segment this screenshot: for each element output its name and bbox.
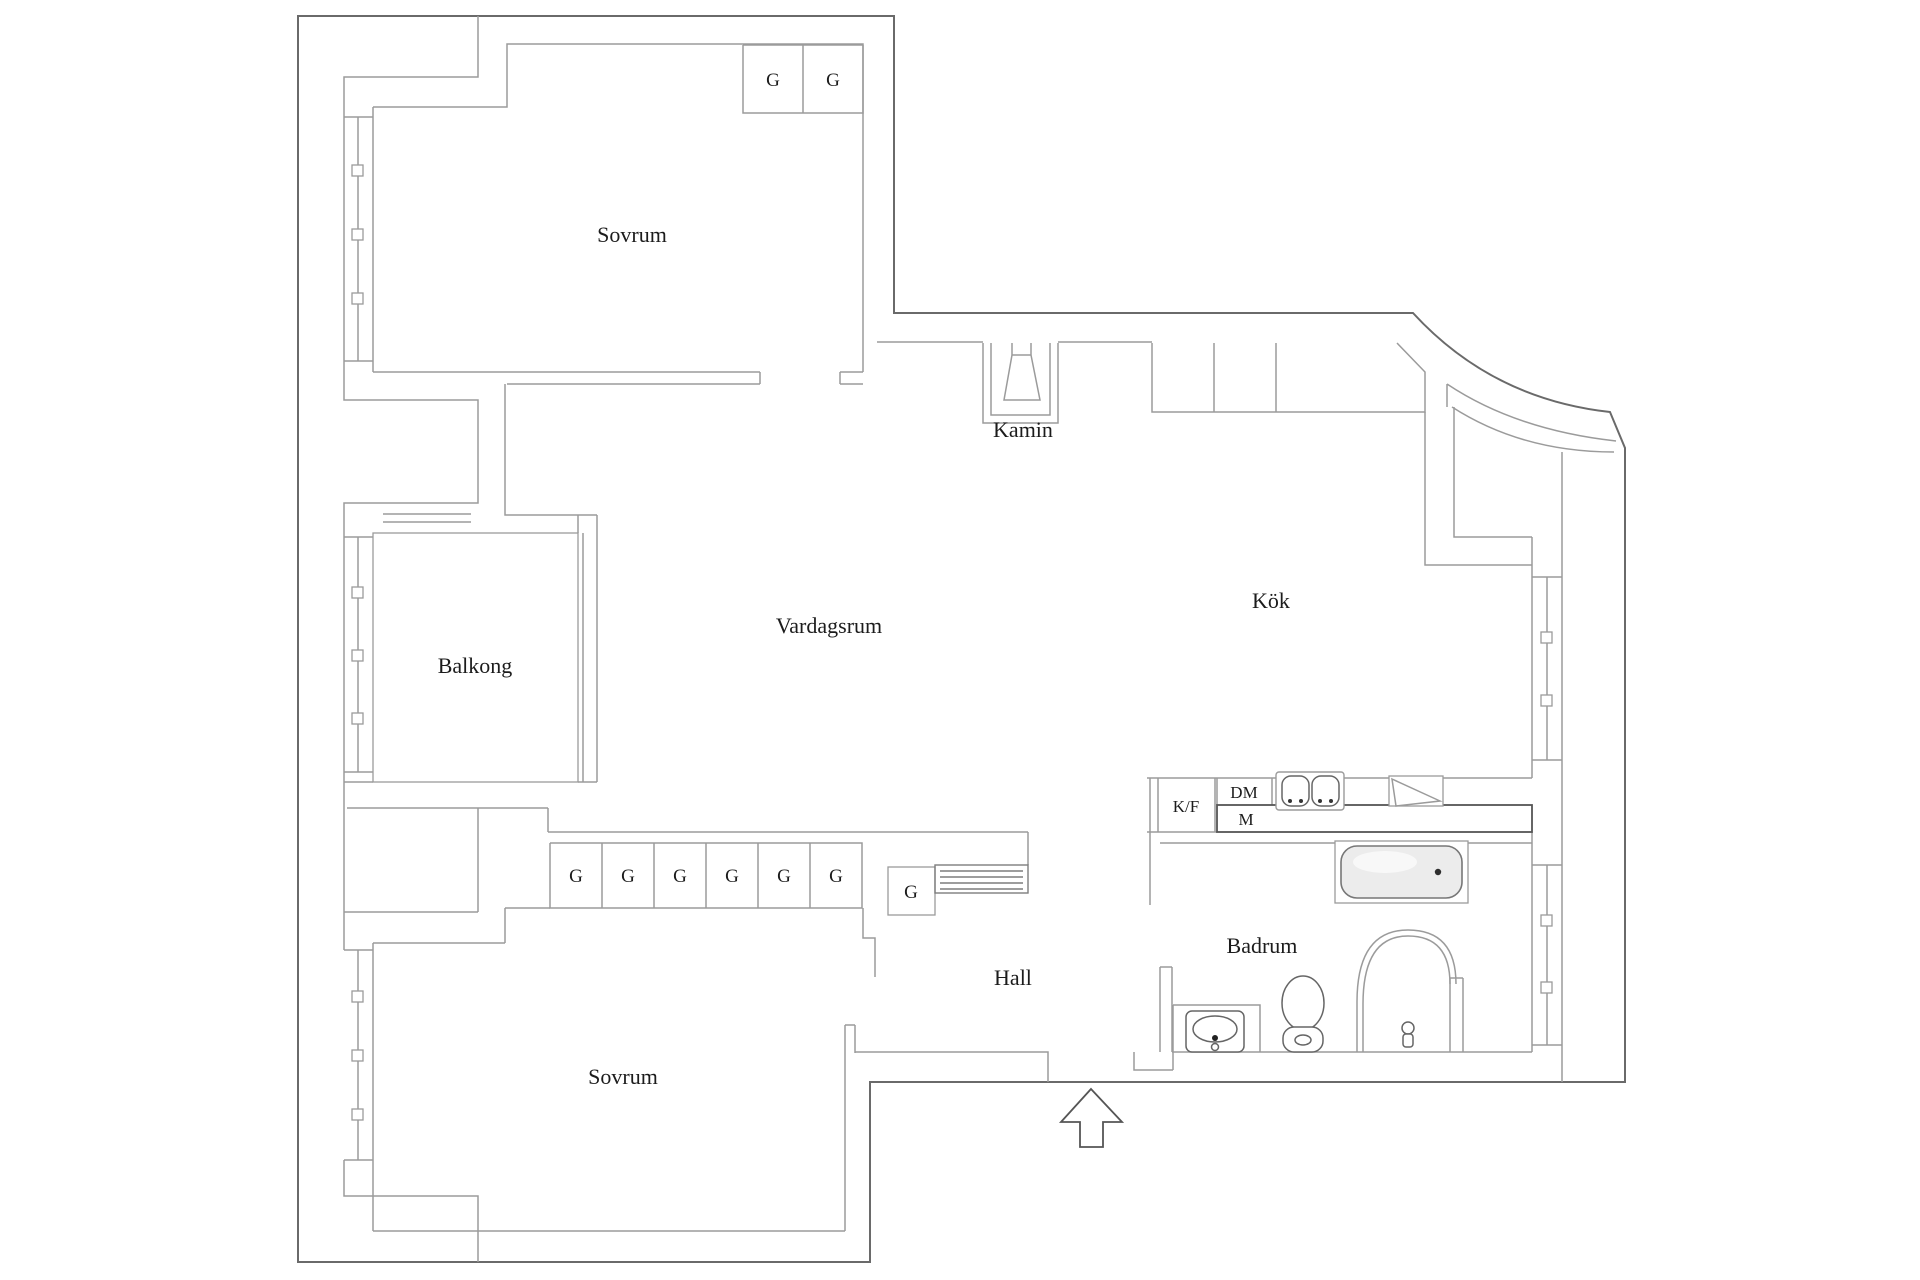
kitchen-sink-bowl-icon [1281, 775, 1310, 807]
sink-drain-icon [1329, 799, 1333, 803]
bedroom-top-interior-walls [372, 43, 864, 372]
appliance-label-dm: DM [1230, 783, 1257, 802]
shower-head-base-icon [1402, 1033, 1414, 1048]
shower-head-icon [1401, 1021, 1415, 1035]
wardrobe-label: G [673, 866, 687, 887]
wardrobe-label: G [621, 866, 635, 887]
shower-curtain-arc [1356, 929, 1457, 1052]
bottom-left-steps [343, 1160, 479, 1262]
entrance-arrow [1058, 1087, 1125, 1148]
kitchen-sink-bowl-icon [1311, 775, 1340, 807]
window-mullion-icon [351, 586, 364, 599]
room-label-kok: Kök [1252, 588, 1290, 613]
outer-boundary-wall [297, 15, 1626, 1263]
appliance-label-kf: K/F [1173, 797, 1199, 816]
toilet-bowl [1281, 975, 1325, 1031]
sink-drain-icon [1210, 1042, 1220, 1052]
room-label-balkong: Balkong [438, 653, 513, 678]
window-mullion-icon [351, 228, 364, 241]
kitchen-storage-boxes [1151, 342, 1426, 413]
room-label-sovrum-bottom: Sovrum [588, 1064, 658, 1089]
room-label-badrum: Badrum [1227, 933, 1298, 958]
bathtub-highlight [1353, 851, 1417, 873]
bedroom-bottom-interior [372, 907, 845, 1232]
radiator-outline [934, 864, 1029, 894]
balcony-outline [372, 532, 579, 783]
window-mullion-icon [1540, 694, 1553, 707]
wardrobe-row [548, 831, 1028, 909]
vanity-outline [1172, 1004, 1261, 1070]
window-mullion-icon [351, 164, 364, 177]
room-label-sovrum-top: Sovrum [597, 222, 667, 247]
wardrobe-single [887, 866, 936, 916]
sink-drain-icon [1299, 799, 1303, 803]
appliance-label-m: M [1238, 810, 1253, 829]
window-mullion-icon [1540, 631, 1553, 644]
wardrobe-label: G [829, 866, 843, 887]
bathroom-floor-line [1133, 1051, 1532, 1071]
window-mullion-icon [351, 1108, 364, 1121]
window-mullion-icon [351, 1049, 364, 1062]
wardrobe-label: G [826, 70, 840, 91]
balcony-top-rails [383, 513, 471, 523]
curved-wall-inner-band [1446, 383, 1617, 453]
wardrobe-label: G [766, 70, 780, 91]
kitchen-counter-m-band [1216, 804, 1533, 833]
shower-wall-stub [1449, 977, 1464, 1052]
window-mullion-icon [351, 712, 364, 725]
radiator-fins-icon [940, 870, 1023, 890]
window-right-upper [1531, 452, 1563, 761]
fireplace-icon [982, 343, 1059, 424]
wardrobe-label: G [777, 866, 791, 887]
left-notch-walls [343, 808, 479, 950]
window-mullion-icon [1540, 981, 1553, 994]
livingroom-west-wall [504, 384, 597, 516]
window-mullion-icon [351, 292, 364, 305]
sink-drain-icon [1318, 799, 1322, 803]
wardrobe-label: G [904, 882, 918, 903]
wardrobe-label: G [725, 866, 739, 887]
window-mullion-icon [1540, 914, 1553, 927]
bathroom-sink-basin [1192, 1015, 1238, 1043]
wardrobe-label: G [569, 866, 583, 887]
balcony-bottom-band [344, 781, 597, 832]
room-label-hall: Hall [994, 965, 1032, 990]
sink-drain-icon [1288, 799, 1292, 803]
balcony-door-band [577, 515, 598, 782]
toilet-flush-icon [1294, 1034, 1312, 1046]
wardrobe-top-pair [742, 44, 864, 114]
room-label-vardagsrum: Vardagsrum [776, 613, 882, 638]
bathroom-west-wall-stub [1159, 966, 1173, 1052]
hall-floor-line [855, 1051, 1049, 1082]
window-right-lower [1531, 760, 1563, 1082]
upper-left-wall-steps [343, 16, 479, 533]
window-mullion-icon [351, 649, 364, 662]
window-mullion-icon [351, 990, 364, 1003]
room-label-kamin: Kamin [993, 417, 1053, 442]
bathtub-drain-icon [1434, 868, 1442, 876]
bedroom-top-south-wall [373, 371, 863, 385]
kitchen-northeast-walls [1424, 407, 1533, 577]
dish-rack-icon [1391, 777, 1443, 807]
hall-bedroom-wall [844, 832, 1029, 1231]
sink-faucet-icon [1212, 1035, 1218, 1041]
